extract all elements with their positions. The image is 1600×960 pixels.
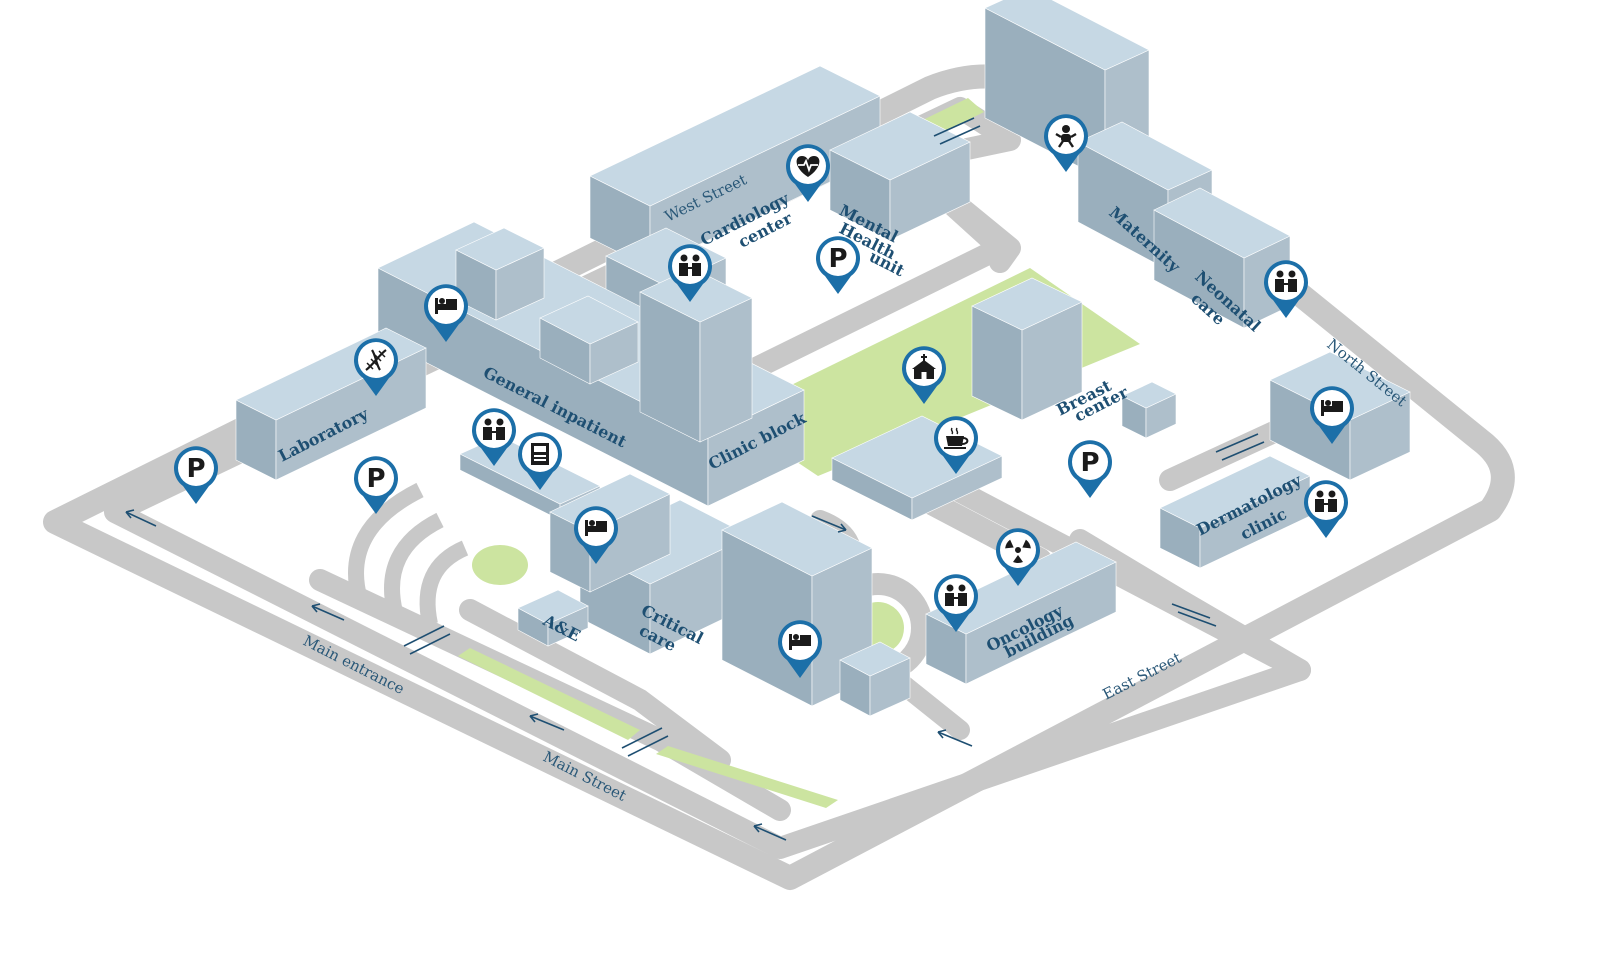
arrow-two-way-4 [1215, 433, 1265, 461]
bed-icon [789, 634, 811, 650]
traffic-arrows [125, 117, 1265, 841]
svg-text:P: P [828, 244, 847, 274]
arrow-two-way-1 [403, 625, 451, 655]
dermatology-clinic-building [1159, 455, 1311, 569]
baby-icon [1055, 125, 1077, 148]
parking-icon: P [828, 244, 847, 274]
arrow-main-1 [311, 603, 345, 621]
pin-chapel[interactable] [902, 346, 946, 404]
breast-center-annex [1121, 381, 1177, 439]
arrow-two-way-5 [1171, 603, 1217, 627]
coffee-icon [944, 427, 969, 449]
pin-inpatient-bed[interactable] [424, 284, 468, 342]
bed-icon [1321, 400, 1343, 416]
pin-east-tower-bed[interactable] [778, 620, 822, 678]
pin-dermatology-doctor[interactable] [1304, 480, 1348, 538]
east-connector [1069, 529, 1311, 681]
doctor-patient-icon [483, 418, 505, 440]
parking-icon: P [1080, 448, 1099, 478]
mental-health-building [829, 111, 971, 241]
svg-text:P: P [186, 454, 205, 484]
arrow-two-way-2 [621, 727, 669, 757]
parking-icon: P [366, 464, 385, 494]
neonatal-building-roof [1153, 187, 1291, 259]
pin-neonatal-doctor[interactable] [1264, 260, 1308, 318]
entrance-lawn [472, 545, 528, 585]
pin-dermatology-bed[interactable] [1310, 386, 1354, 444]
clinic-block-tower-right-face [699, 297, 753, 443]
bed-icon [435, 298, 457, 314]
arrow-main-3 [753, 823, 787, 841]
doctor-patient-icon [1315, 490, 1337, 512]
mental-health-building-roof [829, 111, 971, 181]
svg-text:P: P [1080, 448, 1099, 478]
ae-building [517, 589, 589, 647]
east-tower-roof [721, 501, 873, 577]
pin-parking-west[interactable]: P [174, 446, 218, 504]
arrow-east-1 [937, 729, 973, 747]
east-tower-wing [839, 641, 911, 717]
breast-center-building-roof [971, 277, 1083, 331]
pin-laboratory-dna[interactable] [354, 338, 398, 396]
map-pins: P P P P [174, 114, 1354, 678]
arrow-clinic-loop [811, 515, 847, 533]
breast-center-annex-roof [1121, 381, 1177, 409]
east-tower-wing-roof [839, 641, 911, 677]
chapel-icon [912, 354, 936, 379]
pin-cardiology-heart[interactable] [786, 144, 830, 202]
pin-clinic-doctor[interactable] [472, 408, 516, 466]
pin-clinic-atm[interactable] [518, 432, 562, 490]
arrow-main-2 [529, 713, 565, 731]
bed-icon [585, 520, 607, 536]
doctor-patient-icon [1275, 270, 1297, 292]
inpatient-annex [539, 295, 639, 385]
clinic-block-tower [639, 267, 753, 443]
pin-oncology-radiation[interactable] [996, 528, 1040, 586]
atm-icon [531, 443, 549, 465]
inpatient-annex-roof [539, 295, 639, 345]
svg-text:P: P [366, 464, 385, 494]
breast-center-building [971, 277, 1083, 421]
dna-icon [365, 349, 387, 371]
pin-cardiology-doctor[interactable] [668, 244, 712, 302]
main-street-verge-1 [458, 648, 640, 740]
pin-critical-bed[interactable] [574, 506, 618, 564]
south-spur [459, 599, 731, 771]
arrow-two-way-3 [933, 117, 981, 145]
laboratory-building [235, 327, 427, 481]
maternity-wing-roof [1077, 121, 1213, 191]
maternity-building-roof [984, 0, 1150, 71]
dermatology-clinic-building-roof [1159, 455, 1311, 529]
main-entrance-drive [348, 482, 469, 626]
doctor-patient-icon [679, 254, 701, 276]
pin-maternity-baby[interactable] [1044, 114, 1088, 172]
general-inpatient-tower-roof [455, 227, 545, 271]
doctor-patient-icon [945, 584, 967, 606]
radiation-icon [1005, 539, 1031, 563]
pin-parking-east[interactable]: P [1068, 440, 1112, 498]
arrow-west-entrance [125, 509, 157, 527]
pin-parking-north[interactable]: P [816, 236, 860, 294]
main-street-verge-2 [656, 746, 838, 808]
pin-oncology-doctor[interactable] [934, 574, 978, 632]
heart-rate-icon [796, 156, 820, 177]
parking-icon: P [186, 454, 205, 484]
buildings [235, 0, 1411, 717]
dermatology-tower [1269, 351, 1411, 481]
pin-cafe[interactable] [934, 416, 978, 474]
cardiology-building-roof [589, 65, 881, 207]
pin-parking-entrance[interactable]: P [354, 456, 398, 514]
ae-building-roof [517, 589, 589, 625]
